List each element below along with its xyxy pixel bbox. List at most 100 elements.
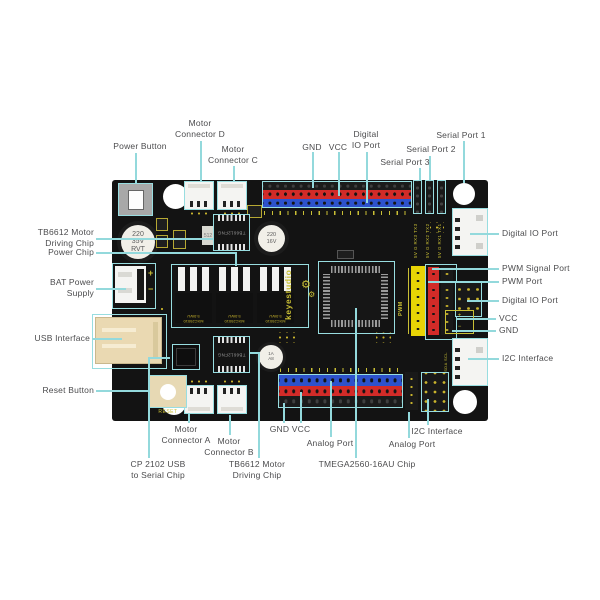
pwm-silkscreen: PWM <box>398 301 404 316</box>
gear-icon: ⚙ <box>308 290 316 299</box>
connector-pins <box>190 388 208 394</box>
smd-component <box>247 205 262 218</box>
connector-pad <box>476 347 483 353</box>
leader-line <box>419 168 421 181</box>
label-motor-conn-a: Motor Connector A <box>161 424 211 446</box>
bat-connector <box>115 266 146 303</box>
vcc-gnd-header: + − <box>445 310 474 334</box>
leader-line <box>463 141 465 183</box>
vcc-pin-row: + <box>457 313 462 319</box>
gnd-pin-row: − <box>457 324 462 330</box>
leader-line <box>258 352 260 458</box>
reset-silkscreen: RESET <box>158 409 178 415</box>
vcc-row <box>263 190 411 199</box>
connector-pins <box>190 201 208 207</box>
qfp-pins <box>331 266 380 273</box>
connector-pins <box>223 201 241 207</box>
label-tb6612-bottom: TB6612 Motor Driving Chip <box>228 459 286 481</box>
ic-pins <box>218 215 245 221</box>
digital-io-connector-right <box>452 208 488 256</box>
label-digital-io-r1: Digital IO Port <box>502 228 558 238</box>
leader-line <box>250 352 259 354</box>
connector-slot <box>188 407 210 411</box>
serial-port-2-header <box>425 180 434 214</box>
silkscreen-ticks <box>264 211 410 215</box>
label-power-chip: Power Chip <box>48 247 94 257</box>
smd-component <box>156 218 168 231</box>
pin-pads-2x2 <box>277 332 297 343</box>
motor-connector-d <box>184 181 214 210</box>
usb-shell-edge <box>153 322 158 359</box>
gear-icon: ⚙ <box>301 279 311 291</box>
mounting-hole <box>453 183 475 205</box>
connector-slot <box>221 407 243 411</box>
label-analog-port-2: Analog Port <box>388 439 436 449</box>
label-power-button: Power Button <box>113 141 167 151</box>
regulator-marking: MXC25010 5.0WU <box>175 293 212 323</box>
label-gnd-top: GND <box>302 142 322 152</box>
reset-button <box>149 375 187 408</box>
ic-pins <box>218 366 245 372</box>
mounting-hole <box>453 390 477 414</box>
label-tb6612-left: TB6612 Motor Driving Chip <box>37 227 94 249</box>
pwm-vcc-header <box>428 267 439 335</box>
label-digital-io-top: Digital IO Port <box>351 129 381 151</box>
capacitor-small: 1A A8 <box>256 342 286 372</box>
leader-line <box>330 381 332 437</box>
label-gnd-vcc-bottom: GND VCC <box>269 424 311 434</box>
label-motor-conn-d: Motor Connector D <box>175 118 225 140</box>
serial3-silkscreen: 5V G RX3 TX3 <box>413 223 418 258</box>
silkscreen-pads <box>219 211 245 216</box>
silkscreen-pads <box>186 379 212 384</box>
leader-line <box>427 399 429 425</box>
capacitor-marking: 1A A8 <box>259 345 283 369</box>
label-i2c-right: I2C Interface <box>502 353 554 363</box>
power-button <box>118 183 153 216</box>
label-pwm-signal: PWM Signal Port <box>502 263 570 273</box>
leader-line <box>229 415 231 435</box>
leader-line <box>312 152 314 188</box>
smd-component <box>156 235 168 248</box>
connector-slot <box>188 184 210 188</box>
connector-pins <box>223 388 241 394</box>
pin-pads-2x2 <box>376 332 391 343</box>
leader-line <box>429 156 431 181</box>
tb6612-chip-bottom: TB6612FNG <box>213 336 250 373</box>
connector-slot <box>221 184 243 188</box>
leader-line <box>96 390 150 392</box>
signal-row <box>279 375 402 386</box>
label-tmega-chip: TMEGA2560-16AU Chip <box>318 459 416 469</box>
power-regulator: MXC25010 5.0WU <box>175 267 212 323</box>
leader-line <box>96 288 126 290</box>
label-analog-port-1: Analog Port <box>306 438 354 448</box>
leader-line <box>470 233 499 235</box>
leader-line <box>96 252 236 254</box>
power-regulator: MXC25010 5.0WU <box>216 267 253 323</box>
leader-line <box>135 153 137 183</box>
leader-line <box>200 141 202 181</box>
ic-pins <box>218 244 245 250</box>
label-bat-power: BAT Power Supply <box>49 277 94 299</box>
qfp-pins <box>323 274 330 319</box>
digital-io-header-top <box>262 181 412 208</box>
qfp-pins <box>381 274 388 319</box>
label-reset-button: Reset Button <box>42 385 94 395</box>
bat-minus-mark: − <box>148 284 154 294</box>
cp2102-chip <box>172 344 200 370</box>
analog-header-extra <box>405 372 418 410</box>
capacitor-220-16v: 220 16V <box>254 221 289 256</box>
brand-text: keyestudio <box>283 268 299 320</box>
label-cp2102: CP 2102 USB to Serial Chip <box>130 459 186 481</box>
label-digital-io-r2: Digital IO Port <box>502 295 558 305</box>
reset-button-cap <box>160 383 176 400</box>
leader-line <box>188 413 190 423</box>
bat-slot <box>118 288 132 293</box>
label-i2c-bottom: I2C Interface <box>411 426 463 436</box>
resistor-marking: 512 <box>203 232 213 239</box>
motor-connector-a <box>184 385 214 414</box>
gnd-row <box>263 182 411 191</box>
leader-line <box>456 318 496 320</box>
pcb-board: 5V G RX3 TX3 5V G RX2 TX2 5V G RX1 TX1 2… <box>92 180 488 421</box>
pwm-gnd-header <box>441 267 453 335</box>
usb-shell-line <box>102 344 136 348</box>
